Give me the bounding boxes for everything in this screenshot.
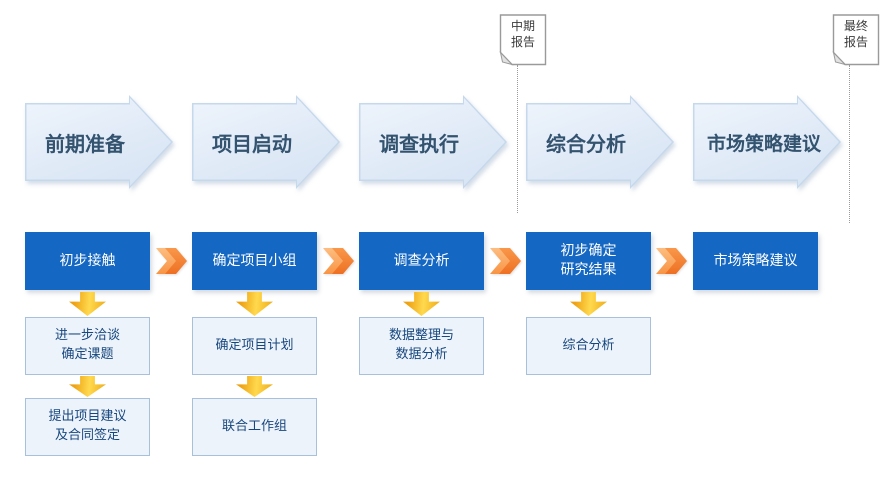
midterm-report-note: 中期 报告 bbox=[499, 14, 547, 66]
down-arrow-icon bbox=[403, 292, 440, 316]
down-arrow-icon bbox=[236, 292, 273, 316]
substep-box: 提出项目建议 及合同签定 bbox=[25, 398, 150, 456]
step-box-5: 市场策略建议 bbox=[693, 232, 818, 290]
page-dogear-icon bbox=[499, 14, 547, 66]
substep-box: 进一步洽谈 确定课题 bbox=[25, 317, 150, 375]
stage-label: 前期准备 bbox=[45, 131, 125, 156]
substep-box: 确定项目计划 bbox=[192, 317, 317, 375]
step-box-3: 调查分析 bbox=[359, 232, 484, 290]
step-box-2: 确定项目小组 bbox=[192, 232, 317, 290]
down-arrow-icon bbox=[236, 376, 273, 397]
flow-arrow-icon bbox=[656, 248, 688, 274]
flow-arrow-icon bbox=[490, 248, 522, 274]
stage-chevron-5: 市场策略建议 bbox=[693, 95, 841, 189]
down-arrow-icon bbox=[570, 292, 607, 316]
midterm-report-dropline bbox=[517, 65, 518, 213]
final-report-dropline bbox=[849, 65, 850, 223]
stage-chevron-3: 调查执行 bbox=[359, 95, 507, 189]
step-box-4: 初步确定 研究结果 bbox=[526, 232, 651, 290]
stage-chevron-2: 项目启动 bbox=[192, 95, 340, 189]
stage-label: 调查执行 bbox=[379, 131, 459, 156]
stage-label: 综合分析 bbox=[546, 131, 626, 156]
final-report-label: 最终 报告 bbox=[843, 19, 868, 50]
midterm-report-label: 中期 报告 bbox=[510, 19, 535, 50]
stage-label: 市场策略建议 bbox=[706, 132, 821, 155]
substep-box: 数据整理与 数据分析 bbox=[359, 317, 484, 375]
step-box-1: 初步接触 bbox=[25, 232, 150, 290]
substep-box: 联合工作组 bbox=[192, 398, 317, 456]
down-arrow-icon bbox=[69, 376, 106, 397]
down-arrow-icon bbox=[69, 292, 106, 316]
substep-box: 综合分析 bbox=[526, 317, 651, 375]
final-report-note: 最终 报告 bbox=[832, 14, 880, 66]
stage-chevron-4: 综合分析 bbox=[526, 95, 674, 189]
flow-arrow-icon bbox=[156, 248, 188, 274]
stage-label: 项目启动 bbox=[212, 131, 292, 156]
stage-chevron-1: 前期准备 bbox=[25, 95, 173, 189]
flow-arrow-icon bbox=[323, 248, 355, 274]
page-dogear-icon bbox=[832, 14, 880, 66]
